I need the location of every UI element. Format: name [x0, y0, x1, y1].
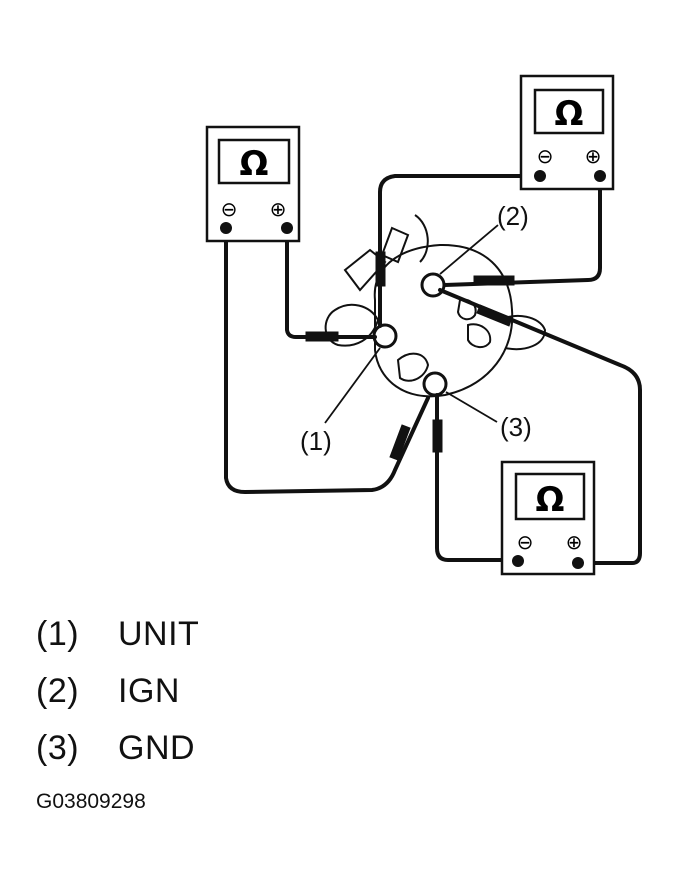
legend-number: (1)	[36, 615, 80, 653]
positive-terminal-icon: ⊕	[585, 144, 602, 168]
positive-terminal-icon: ⊕	[270, 197, 287, 221]
negative-terminal-icon: ⊖	[221, 197, 238, 221]
terminal-2	[420, 272, 446, 298]
terminal-3	[422, 371, 448, 397]
ohm-symbol: Ω	[240, 144, 269, 184]
legend-number: (2)	[36, 672, 80, 710]
legend-label: IGN	[118, 672, 180, 710]
ohmmeter-left: Ω ⊖ ⊕	[205, 125, 301, 243]
positive-terminal-icon: ⊕	[566, 530, 583, 554]
legend-item-unit: (1) UNIT	[36, 606, 199, 663]
callout-leaders	[324, 224, 499, 424]
callout-2: (2)	[497, 201, 529, 231]
ohmmeter-top-right: Ω ⊖ ⊕	[519, 74, 615, 191]
ohmmeter-bottom: Ω ⊖ ⊕	[500, 460, 596, 576]
legend-label: GND	[118, 729, 196, 767]
ohm-symbol: Ω	[555, 94, 584, 134]
component-body	[324, 214, 547, 398]
terminal-1	[372, 323, 398, 349]
legend-item-gnd: (3) GND	[36, 720, 199, 777]
figure-code: G03809298	[36, 790, 146, 813]
probe-sleeves	[305, 251, 515, 461]
test-leads	[224, 174, 642, 565]
wiring-diagram: Ω ⊖ ⊕ Ω ⊖ ⊕ Ω ⊖ ⊕ (1) (2) (3)	[205, 74, 642, 576]
legend: (1) UNIT (2) IGN (3) GND	[36, 606, 199, 777]
legend-label: UNIT	[118, 615, 200, 653]
negative-terminal-icon: ⊖	[537, 144, 554, 168]
legend-number: (3)	[36, 729, 80, 767]
negative-terminal-icon: ⊖	[517, 530, 534, 554]
callout-1: (1)	[300, 426, 332, 456]
callout-3: (3)	[500, 412, 532, 442]
legend-item-ign: (2) IGN	[36, 663, 199, 720]
ohm-symbol: Ω	[536, 480, 565, 520]
